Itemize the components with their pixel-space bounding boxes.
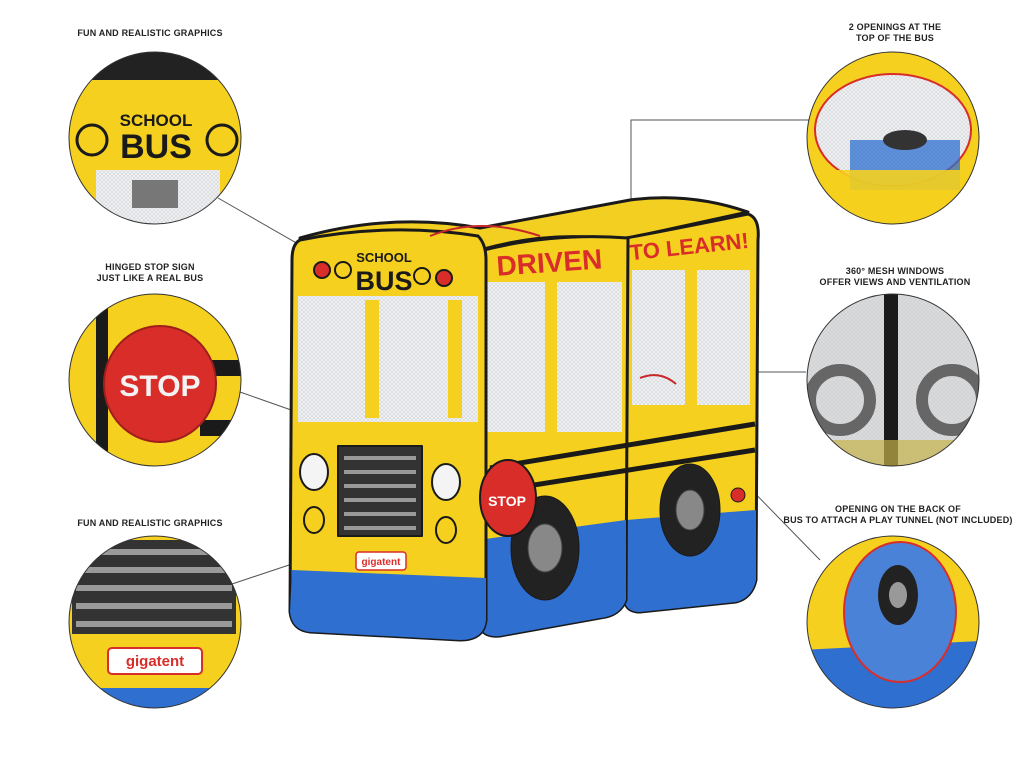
detail-brand-text: gigatent [126,653,184,670]
caption-back-opening: OPENING ON THE BACK OF BUS TO ATTACH A P… [780,504,1016,527]
caption-line: JUST LIKE A REAL BUS [96,273,204,284]
bus-brand-text: gigatent [362,557,402,568]
detail-circle-back-opening [807,536,979,708]
caption-graphics-top: FUN AND REALISTIC GRAPHICS [70,28,230,39]
detail-stop-text: STOP [119,370,200,403]
detail-bus-text: BUS [120,128,192,166]
detail-school-text: SCHOOL [120,111,193,130]
detail-circle-stop-sign: STOP [69,294,241,466]
bus-bus-text: BUS [355,266,412,296]
bus-school-text: SCHOOL [356,250,412,265]
detail-circle-mesh-windows [807,294,979,466]
caption-text: FUN AND REALISTIC GRAPHICS [77,518,223,528]
caption-line: TOP OF THE BUS [856,33,934,44]
caption-stop-sign: HINGED STOP SIGN JUST LIKE A REAL BUS [70,262,230,285]
bus-stop-side-text: STOP [488,493,526,509]
caption-line: 2 OPENINGS AT THE [848,22,942,32]
caption-line: OFFER VIEWS AND VENTILATION [819,277,971,288]
caption-line: OPENING ON THE BACK OF [835,504,961,514]
detail-circle-graphics-bottom: gigatent [69,536,241,708]
caption-openings-top: 2 OPENINGS AT THE TOP OF THE BUS [810,22,980,45]
caption-mesh-windows: 360° MESH WINDOWS OFFER VIEWS AND VENTIL… [800,266,990,289]
bus-driven-text: DRIVEN [495,243,603,281]
detail-circle-graphics-top: SCHOOL BUS [69,52,241,224]
detail-circle-top-openings [807,52,979,224]
bus-tent [288,196,760,642]
caption-text: FUN AND REALISTIC GRAPHICS [77,28,223,38]
caption-line: HINGED STOP SIGN [105,262,195,272]
caption-line: BUS TO ATTACH A PLAY TUNNEL (NOT INCLUDE… [783,515,1013,526]
caption-graphics-bottom: FUN AND REALISTIC GRAPHICS [70,518,230,529]
caption-line: 360° MESH WINDOWS [845,266,945,276]
